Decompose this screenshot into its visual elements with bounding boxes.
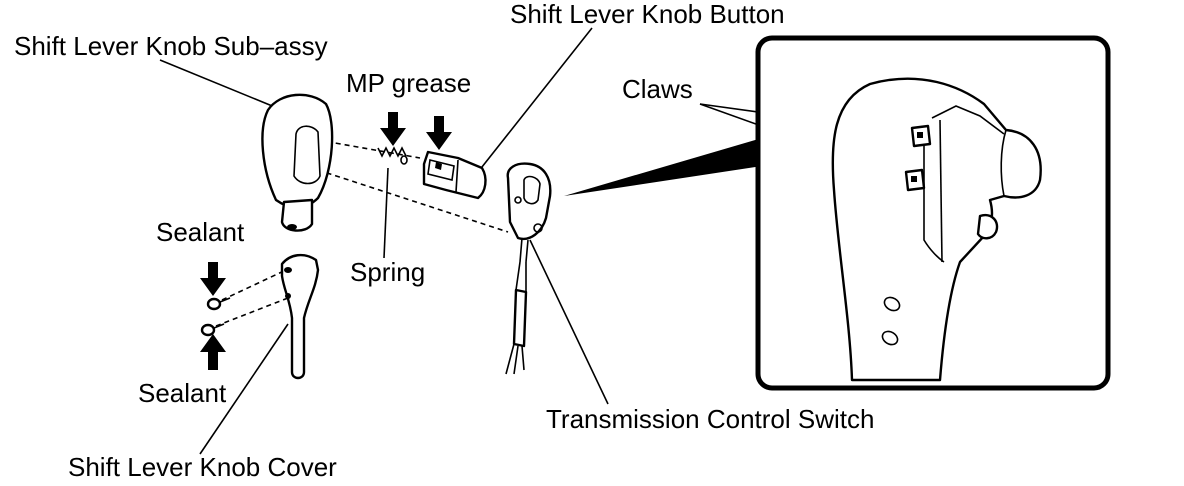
shift-lever-knob-button [422,150,487,200]
label-knob-sub-assy: Shift Lever Knob Sub–assy [14,31,328,61]
label-mp-grease: MP grease [346,68,471,98]
down-arrow-icon [426,116,452,150]
align-screw-lower [215,297,289,327]
label-spring: Spring [350,257,425,287]
label-knob-cover: Shift Lever Knob Cover [68,452,337,482]
down-arrow-icon [380,112,406,146]
detail-knob-view [831,77,1042,382]
mp-grease-arrows [380,112,452,150]
alignment-lines [215,139,509,327]
shift-lever-knob-sub-assy [261,93,334,232]
leader-spring [383,167,389,259]
transmission-control-switch [505,162,552,375]
align-knob-to-switch [317,169,509,233]
screws [200,297,231,337]
label-sealant-top: Sealant [156,217,245,247]
arrow-icon [200,262,226,296]
label-control-switch: Transmission Control Switch [546,404,874,434]
leader-knob-button [477,27,593,173]
label-sealant-bottom: Sealant [138,378,227,408]
leader-knob-sub-assy [159,59,283,111]
label-claws: Claws [622,74,693,104]
spring [377,146,408,165]
sealant-arrows [200,262,226,370]
shift-lever-knob-cover [280,253,320,380]
labels: Shift Lever Knob Sub–assy Shift Lever Kn… [14,0,874,482]
arrow-icon [200,334,226,370]
leader-control-switch [529,239,609,405]
leader-knob-cover [199,323,289,455]
label-knob-button: Shift Lever Knob Button [510,0,785,29]
align-screw-upper [221,269,287,301]
